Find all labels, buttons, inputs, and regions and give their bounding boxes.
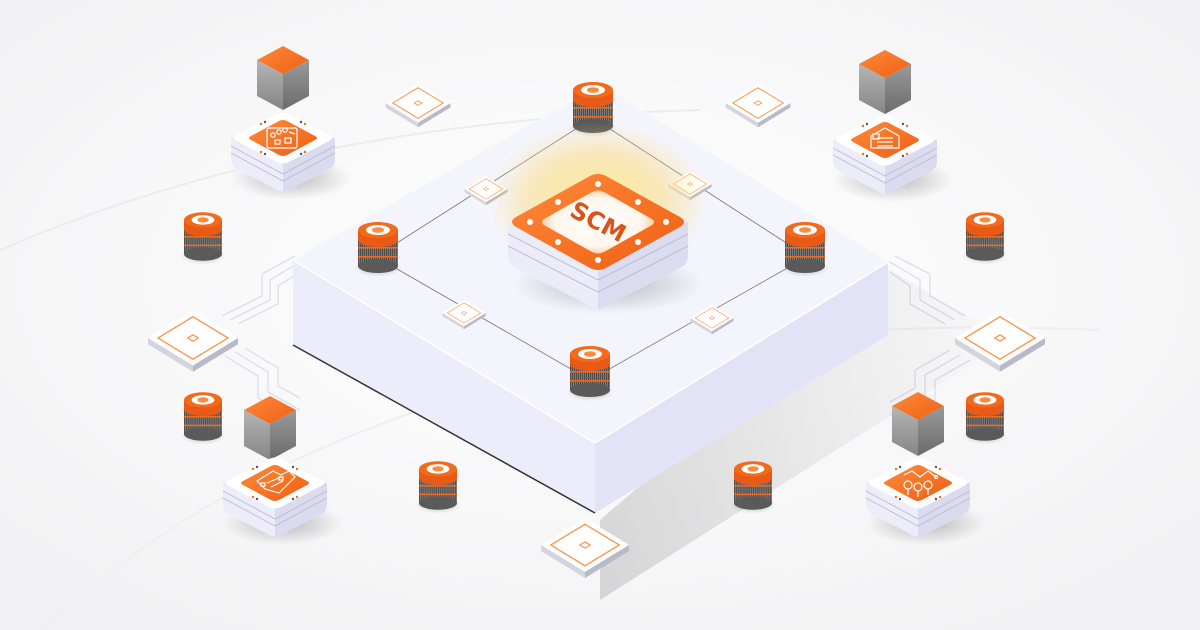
coin-stack-icon	[180, 392, 226, 445]
warehouse-icon	[870, 127, 900, 149]
coin-stack-icon	[566, 346, 614, 401]
coin-stack-icon	[781, 222, 829, 277]
scm-central-module: SCM	[488, 122, 708, 314]
module-bottom-right	[865, 392, 987, 546]
coin-stack-icon	[962, 392, 1008, 445]
module-top-left	[230, 46, 352, 201]
coin-stack-icon	[730, 461, 776, 514]
finance-chart-icon	[903, 470, 939, 497]
coin-stack-icon	[354, 222, 402, 277]
coin-stack-icon	[415, 461, 461, 514]
floorplan-icon	[256, 470, 296, 494]
coin-stack-icon	[962, 212, 1008, 265]
module-top-right	[832, 50, 954, 203]
workflow-icon	[266, 127, 298, 149]
coin-stack-icon	[180, 212, 226, 265]
module-bottom-left	[222, 396, 344, 546]
